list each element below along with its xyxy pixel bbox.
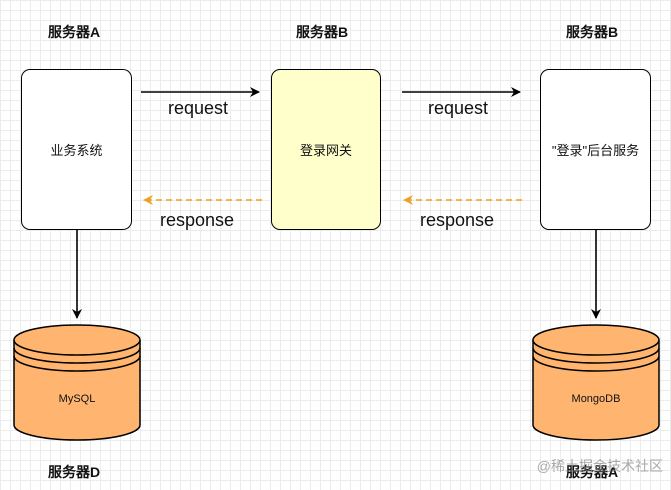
login-backend-node: "登录"后台服务	[540, 69, 651, 230]
business-system-node: 业务系统	[21, 69, 132, 230]
server-label-left: 服务器A	[48, 24, 101, 40]
mysql-label: MySQL	[58, 393, 96, 405]
mongodb-label: MongoDB	[571, 393, 621, 405]
login-gateway-label: 登录网关	[299, 143, 352, 158]
login-gateway-node: 登录网关	[271, 69, 381, 230]
mongodb-database-icon	[532, 324, 660, 441]
mysql-database-icon	[13, 324, 141, 441]
server-label-bottom-right: 服务器A	[566, 464, 619, 480]
business-system-label: 业务系统	[50, 143, 103, 158]
request-label-2: request	[428, 98, 489, 118]
response-label-1: response	[160, 210, 235, 230]
server-label-bottom-left: 服务器D	[48, 464, 101, 480]
server-label-middle: 服务器B	[296, 24, 349, 40]
response-label-2: response	[420, 210, 495, 230]
login-backend-label: "登录"后台服务	[551, 143, 640, 158]
server-label-right: 服务器B	[566, 24, 619, 40]
request-label-1: request	[168, 98, 229, 118]
watermark-text: @稀土掘金技术社区	[536, 458, 663, 474]
